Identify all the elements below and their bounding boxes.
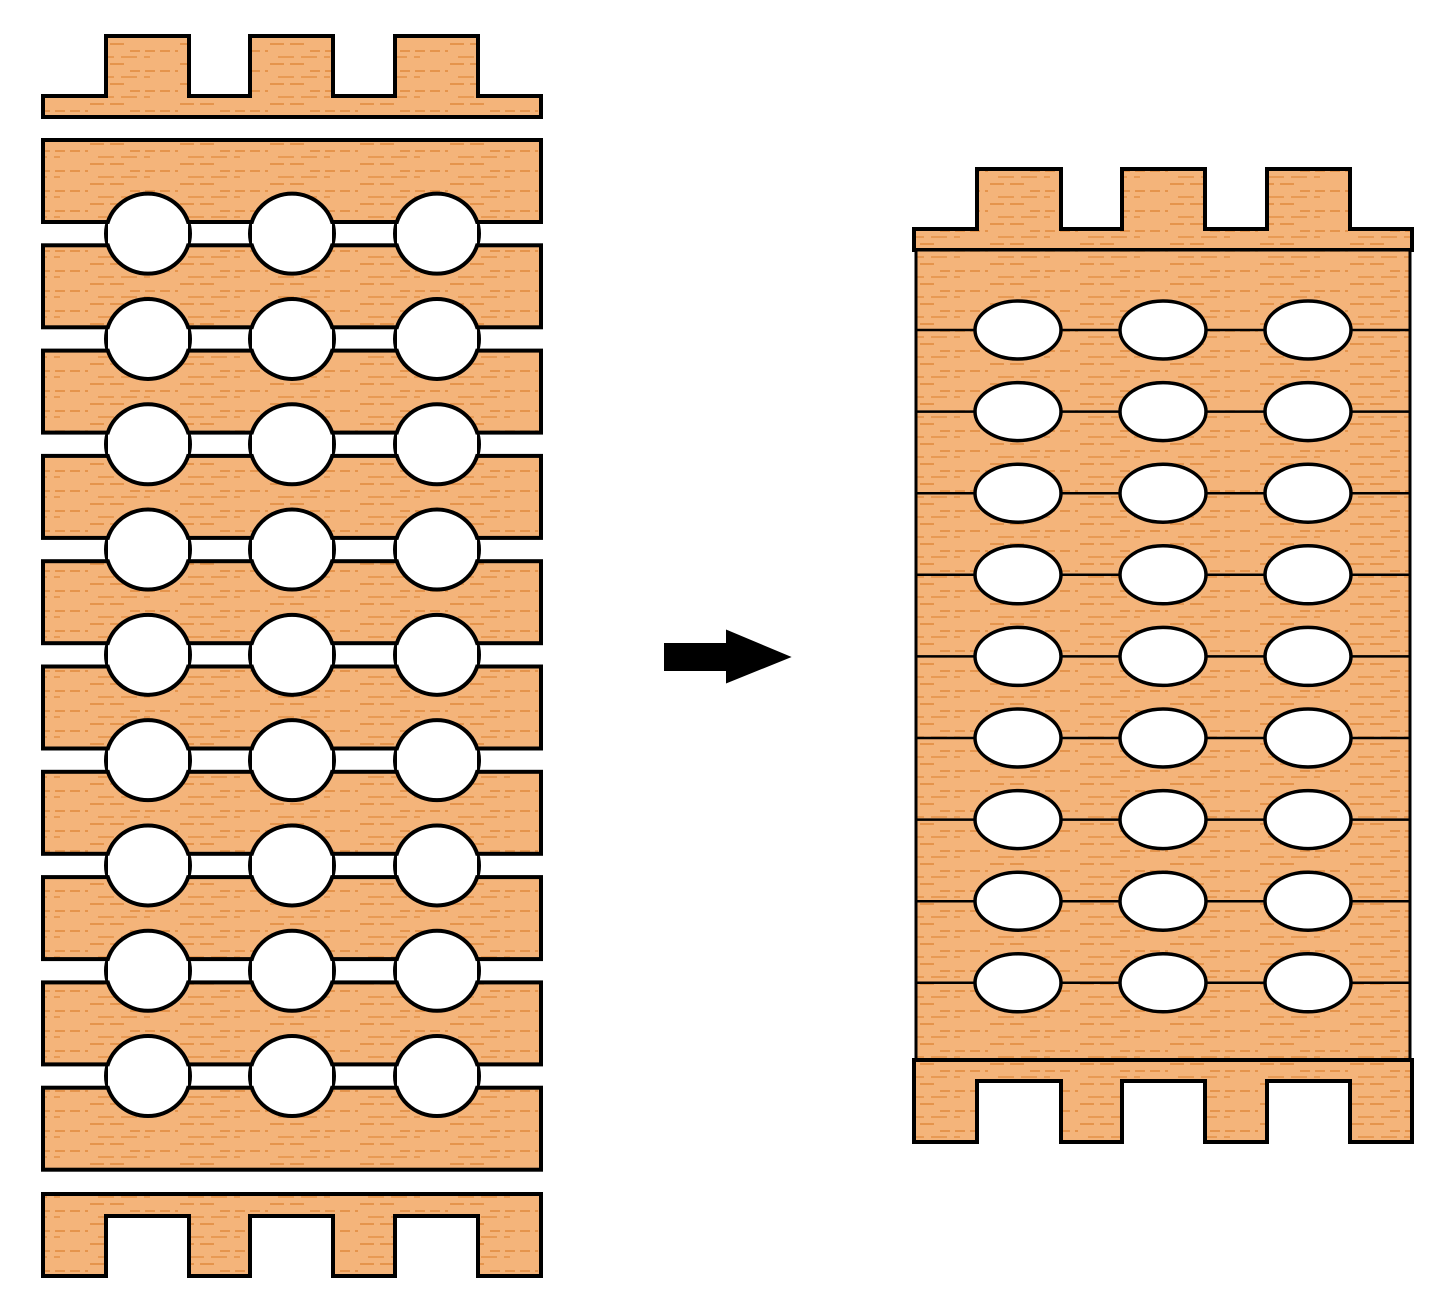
left-hole-gap bbox=[108, 750, 188, 770]
left-hole-array bbox=[104, 191, 481, 1119]
right-hole bbox=[1118, 625, 1208, 688]
right-hole bbox=[1263, 788, 1353, 851]
right-hole bbox=[1263, 544, 1353, 606]
right-hole bbox=[1263, 870, 1353, 932]
left-hole-gap bbox=[397, 645, 477, 665]
left-hole-gap bbox=[397, 1066, 477, 1086]
left-hole-gap bbox=[397, 961, 477, 981]
left-hole-gap bbox=[108, 645, 188, 665]
right-hole bbox=[1263, 380, 1353, 443]
left-hole-gap bbox=[252, 329, 332, 349]
right-hole bbox=[1118, 952, 1208, 1014]
right-hole bbox=[1263, 462, 1353, 524]
left-hole-gap bbox=[108, 1066, 188, 1086]
left-hole-gap bbox=[252, 645, 332, 665]
left-hole-gap bbox=[108, 855, 188, 876]
left-hole-gap bbox=[397, 224, 477, 244]
right-hole bbox=[973, 952, 1063, 1014]
right-hole bbox=[1263, 625, 1353, 688]
right-hole bbox=[1118, 544, 1208, 606]
left-hole-gap bbox=[108, 961, 188, 981]
right-hole bbox=[1118, 870, 1208, 932]
left-hole-gap bbox=[252, 224, 332, 244]
right-hole bbox=[1118, 380, 1208, 443]
right-hole bbox=[1118, 788, 1208, 851]
left-hole-gap bbox=[252, 434, 332, 454]
left-hole-gap bbox=[108, 329, 188, 349]
right-bottom-comb-plate bbox=[912, 1058, 1414, 1144]
left-hole-gap bbox=[397, 855, 477, 876]
right-hole bbox=[973, 788, 1063, 851]
left-hole-gap bbox=[252, 750, 332, 770]
right-hole bbox=[1263, 707, 1353, 769]
right-hole bbox=[1118, 299, 1208, 361]
left-exploded-assembly bbox=[41, 34, 543, 1278]
left-bottom-comb-plate bbox=[41, 1192, 543, 1278]
left-hole-gap bbox=[108, 434, 188, 454]
right-hole bbox=[973, 299, 1063, 361]
right-arrow-icon bbox=[664, 629, 792, 684]
left-hole-gap bbox=[252, 855, 332, 876]
left-hole-gap bbox=[252, 961, 332, 981]
right-top-comb-plate bbox=[912, 167, 1414, 252]
left-top-comb-plate bbox=[41, 34, 543, 119]
right-hole bbox=[1118, 707, 1208, 769]
right-hole bbox=[1118, 462, 1208, 524]
left-hole-gap bbox=[397, 539, 477, 560]
right-assembled-block bbox=[912, 167, 1414, 1144]
right-hole bbox=[973, 544, 1063, 606]
left-hole-gap bbox=[397, 750, 477, 770]
left-hole-gap bbox=[397, 329, 477, 349]
left-hole-gap bbox=[108, 224, 188, 244]
right-hole bbox=[1263, 952, 1353, 1014]
right-hole bbox=[973, 707, 1063, 769]
right-hole-array bbox=[973, 299, 1353, 1014]
right-hole bbox=[973, 380, 1063, 443]
left-hole-gap bbox=[252, 539, 332, 560]
right-hole bbox=[1263, 299, 1353, 361]
left-hole-gap bbox=[397, 434, 477, 454]
right-hole bbox=[973, 625, 1063, 688]
right-hole bbox=[973, 870, 1063, 932]
left-hole-gap bbox=[108, 539, 188, 560]
left-hole-gap bbox=[252, 1066, 332, 1086]
right-hole bbox=[973, 462, 1063, 524]
